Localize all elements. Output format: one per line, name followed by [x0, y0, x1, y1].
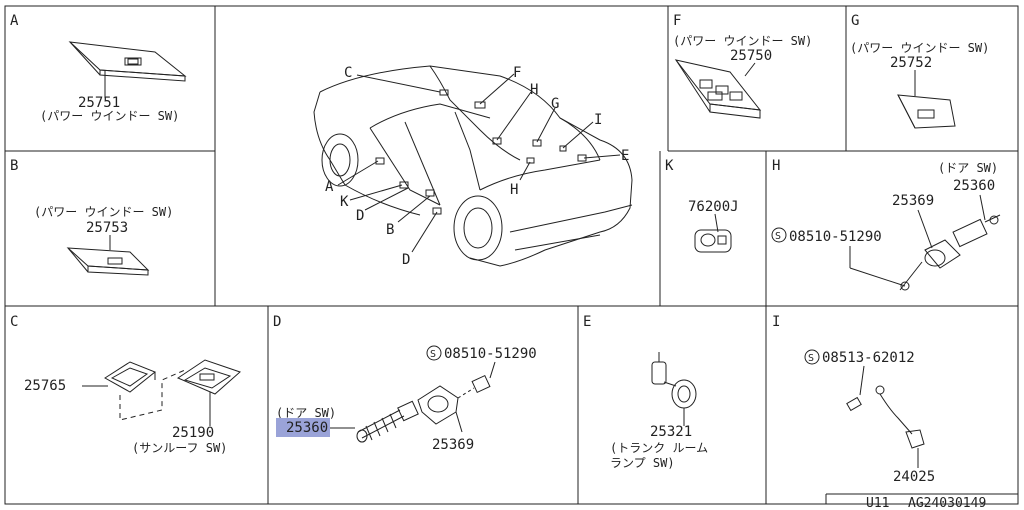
- part-description-line2: ランプ SW): [610, 456, 675, 470]
- car-overview: C F H G I E A K D B D H: [313, 65, 633, 268]
- part-description: (ドア SW): [276, 406, 336, 420]
- part-number-76200j: 76200J: [688, 199, 739, 215]
- door-switch-illustration: [899, 214, 1001, 291]
- callout-f: F: [513, 65, 521, 81]
- part-number-25369: 25369: [892, 193, 934, 209]
- part-description: (パワー ウインドー SW): [673, 34, 812, 48]
- harness-switch-illustration: [846, 385, 925, 449]
- screw-part-number: 08513-62012: [822, 350, 915, 366]
- sunroof-switch-illustration: [176, 359, 241, 395]
- part-description: (パワー ウインドー SW): [40, 109, 179, 123]
- callout-d-lower: D: [402, 252, 410, 268]
- callout-h-upper: H: [530, 82, 538, 98]
- section-letter: F: [673, 13, 681, 29]
- section-letter: I: [772, 314, 780, 330]
- highlight-box: [276, 418, 330, 437]
- callout-d-upper: D: [356, 208, 364, 224]
- part-number-25750: 25750: [730, 48, 772, 64]
- section-letter: G: [851, 13, 859, 29]
- section-letter: D: [273, 314, 281, 330]
- screw-part-number: 08510-51290: [789, 229, 882, 245]
- section-b: B (パワー ウインドー SW) 25753: [10, 158, 173, 276]
- screw-symbol-icon: S: [771, 227, 787, 243]
- callout-h-lower: H: [510, 182, 518, 198]
- master-window-switch-illustration: [674, 59, 762, 119]
- section-k: K 76200J: [665, 158, 739, 253]
- switch-illustration: [694, 229, 732, 253]
- section-e: E 25321 (トランク ルーム ランプ SW): [583, 314, 708, 470]
- section-letter: A: [10, 13, 19, 29]
- part-description: (ドア SW): [938, 161, 998, 175]
- section-letter: C: [10, 314, 18, 330]
- callout-c: C: [344, 65, 352, 81]
- section-letter: B: [10, 158, 18, 174]
- car-body-illustration: [313, 65, 633, 267]
- callout-leaders: [337, 73, 621, 253]
- model-code: U11: [866, 496, 889, 510]
- svg-text:S: S: [430, 349, 436, 360]
- footer: U11 AG24030149: [866, 496, 986, 510]
- part-number-25753: 25753: [86, 220, 128, 236]
- door-switch-illustration: [356, 374, 491, 443]
- part-number-25360: 25360: [953, 178, 995, 194]
- part-number-25360: 25360: [286, 420, 328, 436]
- section-g: G (パワー ウインドー SW) 25752: [850, 13, 989, 129]
- callout-e: E: [621, 148, 629, 164]
- sunroof-bracket-illustration: [104, 361, 156, 393]
- part-description: (サンルーフ SW): [132, 441, 227, 455]
- section-a: A 25751 (パワー ウインドー SW): [10, 13, 187, 123]
- part-number-25321: 25321: [650, 424, 692, 440]
- section-d: D S 08510-51290 (ドア SW) 25360 25369: [273, 314, 537, 453]
- part-number-25369: 25369: [432, 437, 474, 453]
- power-window-switch-illustration: [68, 41, 187, 82]
- screw-symbol-icon: S: [426, 345, 442, 361]
- trunk-room-lamp-switch-illustration: [651, 352, 697, 409]
- power-window-switch-illustration: [897, 94, 956, 129]
- grid-frame: [4, 5, 1019, 505]
- diagram-code: AG24030149: [908, 496, 986, 510]
- svg-text:S: S: [775, 231, 781, 242]
- section-letter: E: [583, 314, 591, 330]
- part-number-25751: 25751: [78, 95, 120, 111]
- callout-b: B: [386, 222, 394, 238]
- part-number-25765: 25765: [24, 378, 66, 394]
- svg-text:S: S: [808, 353, 814, 364]
- section-h: H (ドア SW) 25360 25369 S 08510-51290: [771, 158, 1001, 291]
- section-i: I S 08513-62012 24025: [772, 314, 935, 485]
- power-window-switch-illustration: [66, 247, 150, 276]
- section-letter: H: [772, 158, 780, 174]
- callout-i: I: [594, 112, 602, 128]
- screw-symbol-icon: S: [804, 349, 820, 365]
- section-c: C 25765 25190 (サンルーフ SW): [10, 314, 241, 455]
- part-number-25190: 25190: [172, 425, 214, 441]
- part-description: (パワー ウインドー SW): [34, 205, 173, 219]
- part-number-25752: 25752: [890, 55, 932, 71]
- callout-k: K: [340, 194, 349, 210]
- part-number-24025: 24025: [893, 469, 935, 485]
- callout-g: G: [551, 96, 559, 112]
- screw-part-number: 08510-51290: [444, 346, 537, 362]
- callout-a: A: [325, 179, 334, 195]
- section-letter: K: [665, 158, 674, 174]
- part-description-line1: (トランク ルーム: [610, 441, 708, 455]
- section-f: F (パワー ウインドー SW) 25750: [673, 13, 812, 119]
- part-description: (パワー ウインドー SW): [850, 41, 989, 55]
- callout-labels: C F H G I E A K D B D H: [325, 65, 629, 268]
